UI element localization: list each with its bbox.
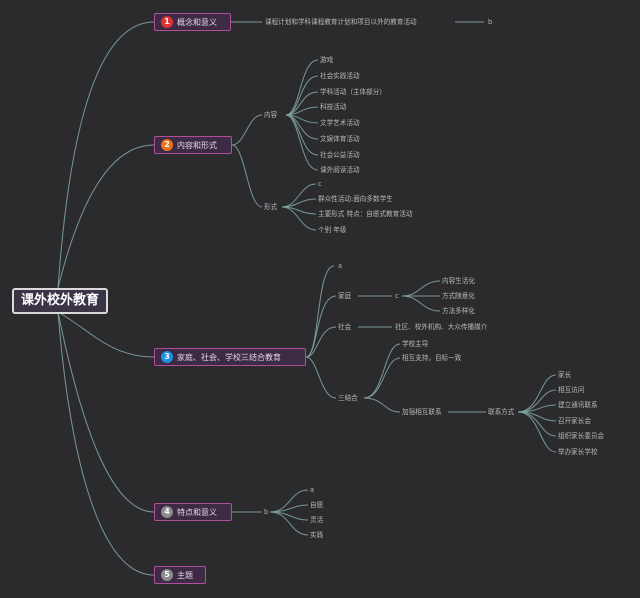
topic-features[interactable]: 4 特点和意义 bbox=[154, 503, 232, 521]
topic-number-3: 3 bbox=[161, 351, 173, 363]
feature-item: 实践 bbox=[310, 531, 324, 539]
definition-text: 课程计划和学科课程教育计划和项目以外的教育活动 bbox=[265, 18, 417, 26]
family-item: 内容生活化 bbox=[442, 277, 475, 285]
topic-number-2: 2 bbox=[161, 139, 173, 151]
branch-trio: 三结合 bbox=[338, 394, 358, 402]
leaf-b: b bbox=[488, 18, 493, 26]
method-item: 组织家长委员会 bbox=[558, 432, 605, 440]
content-item: 学科活动（主体部分） bbox=[320, 88, 386, 96]
feature-item: 自愿 bbox=[310, 501, 324, 509]
branch-form: 形式 bbox=[264, 203, 278, 211]
leaf-c: c bbox=[395, 292, 399, 300]
content-item: 社会实践活动 bbox=[320, 72, 360, 80]
leaf-a: a bbox=[338, 262, 343, 270]
society-text: 社区、校外机构、大众传播媒介 bbox=[395, 323, 488, 331]
family-item: 方式随意化 bbox=[442, 292, 475, 300]
topic-label: 内容和形式 bbox=[177, 140, 217, 150]
topic-theme[interactable]: 5 主题 bbox=[154, 566, 206, 584]
topic-label: 主题 bbox=[177, 570, 193, 580]
root-node[interactable]: 课外校外教育 bbox=[12, 288, 108, 314]
topic-number-1: 1 bbox=[161, 16, 173, 28]
method-item: 相互访问 bbox=[558, 386, 585, 394]
form-item: c bbox=[318, 180, 322, 188]
content-item: 文学艺术活动 bbox=[320, 119, 360, 127]
method-item: 建立通讯联系 bbox=[558, 401, 598, 409]
form-item: 群众性活动:面向多数学生 bbox=[318, 195, 393, 203]
branch-family: 家庭 bbox=[338, 292, 352, 300]
content-item: 社会公益活动 bbox=[320, 151, 360, 159]
family-item: 方法多样化 bbox=[442, 307, 475, 315]
method-item: 召开家长会 bbox=[558, 417, 591, 425]
method-item: 家长 bbox=[558, 371, 572, 379]
content-item: 文娱体育活动 bbox=[320, 135, 360, 143]
topic-label: 特点和意义 bbox=[177, 507, 217, 517]
content-item: 课外阅读活动 bbox=[320, 166, 360, 174]
form-item: 主要形式 特点：自愿式教育活动 bbox=[318, 210, 413, 218]
content-item: 科技活动 bbox=[320, 103, 347, 111]
leaf-b: b bbox=[264, 508, 269, 516]
topic-concept[interactable]: 1 概念和意义 bbox=[154, 13, 231, 31]
topic-label: 概念和意义 bbox=[177, 17, 217, 27]
branch-contact: 加强相互联系 bbox=[402, 408, 442, 416]
branch-content: 内容 bbox=[264, 111, 278, 119]
branch-methods: 联系方式 bbox=[488, 408, 515, 416]
branch-society: 社会 bbox=[338, 323, 352, 331]
content-item: 游戏 bbox=[320, 56, 334, 64]
topic-number-4: 4 bbox=[161, 506, 173, 518]
method-item: 举办家长学校 bbox=[558, 448, 598, 456]
feature-item: 灵活 bbox=[310, 516, 324, 524]
topic-label: 家庭、社会、学校三结合教育 bbox=[177, 352, 281, 362]
topic-content-form[interactable]: 2 内容和形式 bbox=[154, 136, 232, 154]
topic-number-5: 5 bbox=[161, 569, 173, 581]
form-item: 个别 年级 bbox=[318, 226, 347, 234]
trio-item: 相互支持，目标一致 bbox=[402, 354, 462, 362]
topic-three-combined[interactable]: 3 家庭、社会、学校三结合教育 bbox=[154, 348, 306, 366]
trio-item: 学校主导 bbox=[402, 340, 429, 348]
leaf-a: a bbox=[310, 486, 315, 494]
